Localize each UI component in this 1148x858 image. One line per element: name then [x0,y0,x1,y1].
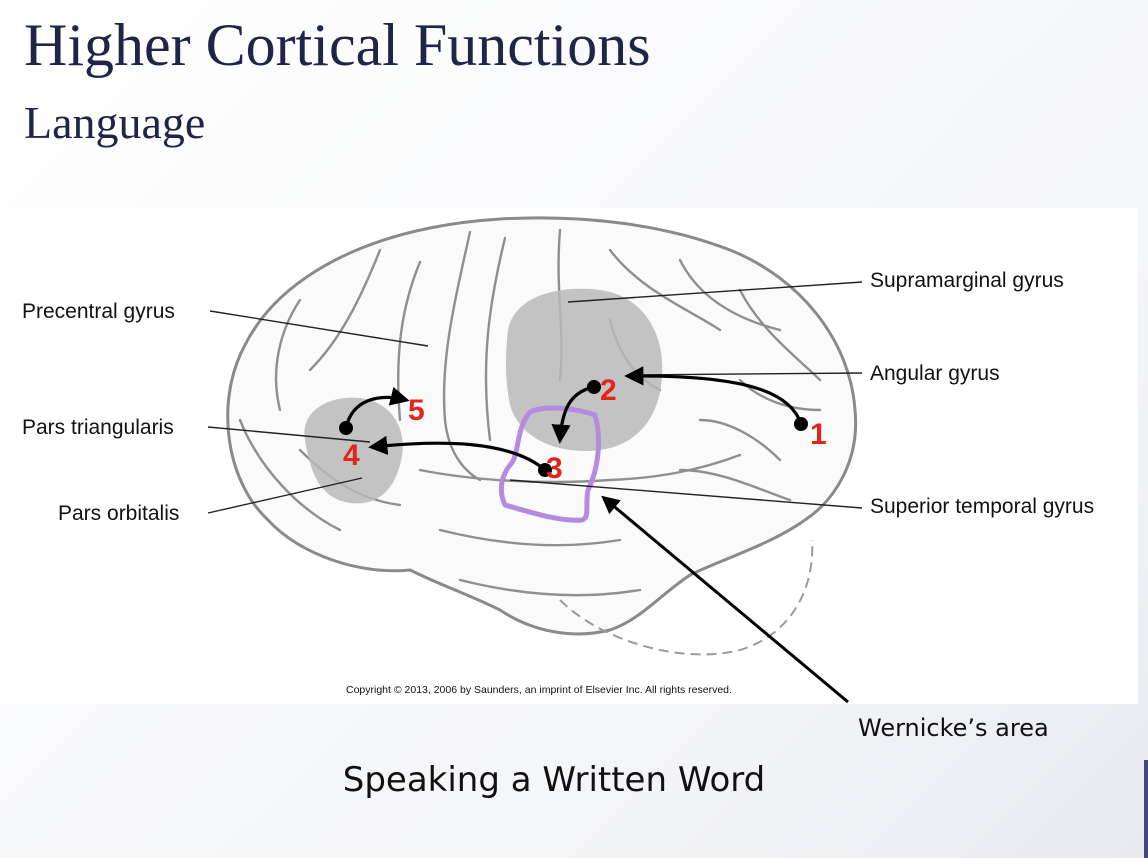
label-angular-gyrus: Angular gyrus [870,362,1000,385]
slide-accent-bar [1144,760,1148,858]
step-number-4: 4 [343,439,360,472]
slide-title: Higher Cortical Functions [24,12,651,78]
step-number-3: 3 [546,452,563,485]
pathway-dots [339,380,808,477]
step-number-5: 5 [408,394,425,427]
leader-lines [207,281,863,514]
slide-caption: Speaking a Written Word [342,760,766,800]
cerebellum-outline [559,539,814,656]
step-number-2: 2 [600,374,617,407]
label-superior-temporal-gyrus: Superior temporal gyrus [870,495,1094,518]
label-pars-orbitalis: Pars orbitalis [58,502,179,525]
label-supramarginal-gyrus: Supramarginal gyrus [870,269,1064,292]
broca-region-shading [304,397,403,504]
copyright-notice: Copyright © 2013, 2006 by Saunders, an i… [346,684,732,696]
wernicke-pointer-arrow [601,495,849,704]
step-number-1: 1 [810,418,827,451]
wernicke-area-outline [498,405,602,523]
slide-subtitle: Language [24,97,206,148]
label-wernickes-area: Wernicke’s area [858,714,1049,742]
label-pars-triangularis: Pars triangularis [22,416,174,439]
parietal-region-shading [505,288,663,451]
label-precentral-gyrus: Precentral gyrus [22,300,175,323]
